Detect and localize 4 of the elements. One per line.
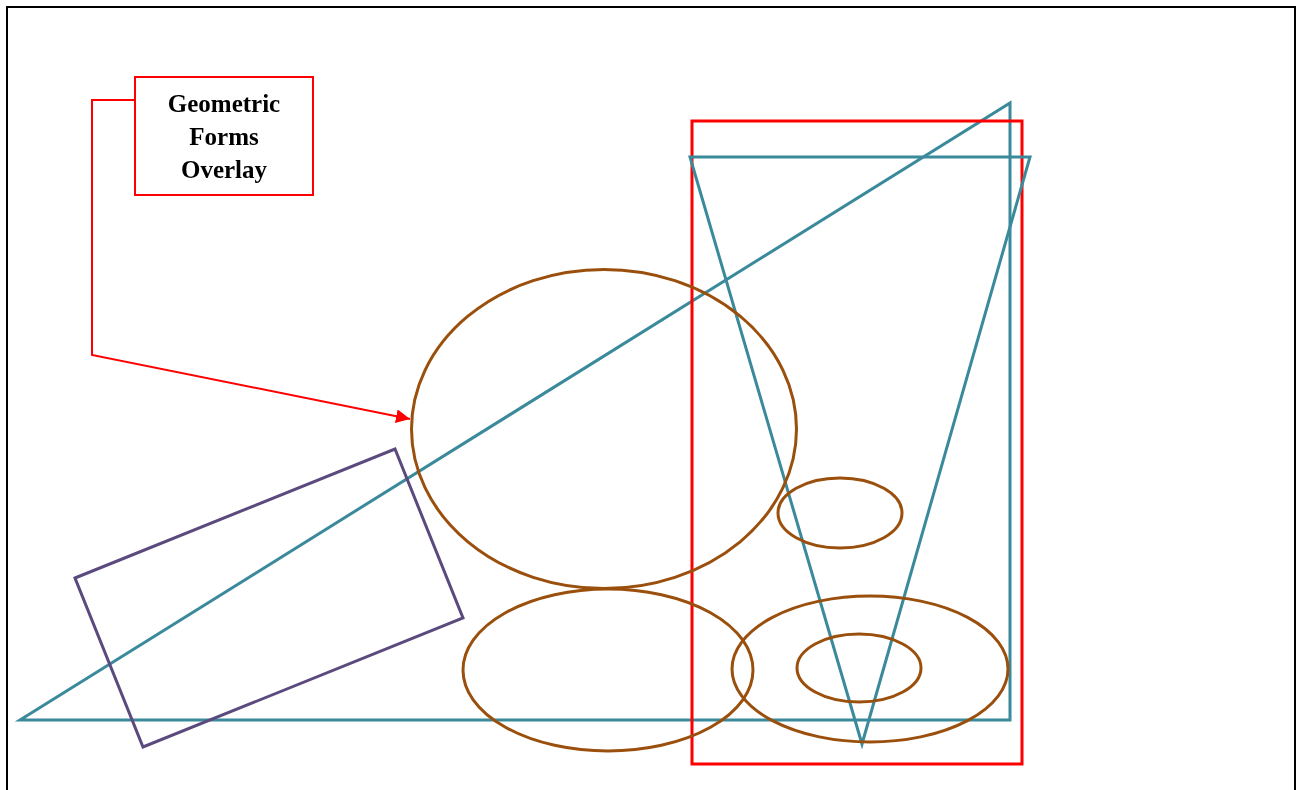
label-text: Geometric Forms Overlay [166, 88, 282, 185]
label-box [134, 76, 314, 196]
leader-arrow [91, 99, 411, 424]
ellipse [410, 268, 798, 590]
